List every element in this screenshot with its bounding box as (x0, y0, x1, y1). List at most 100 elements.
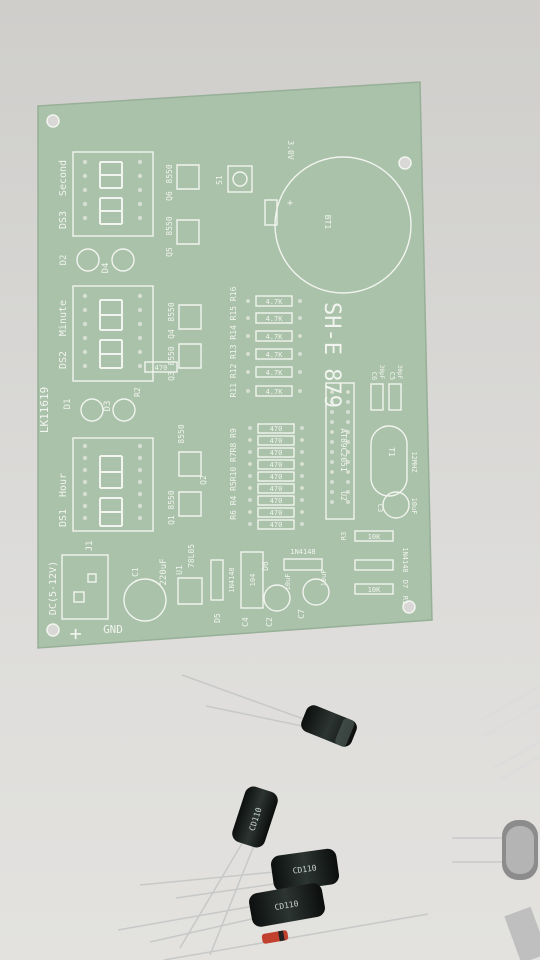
d6-diode-footprint (283, 558, 323, 571)
dc-jack-footprint (61, 554, 109, 620)
component-lead-bottom-right (504, 906, 540, 960)
d7-ref: D7 (401, 580, 409, 588)
silkscreen (61, 151, 412, 622)
mounting-holes (46, 114, 416, 637)
q3-type: 8550 (167, 346, 176, 365)
axial-diode (163, 913, 429, 960)
q1-ref: Q1 (167, 515, 176, 525)
r1-ref: R1 (401, 596, 409, 604)
u1-regulator-footprint (177, 577, 203, 605)
ds2-label: Minute (58, 300, 69, 336)
led-d3-ref: D3 (103, 401, 113, 412)
electrolytic-capacitor-2: CD110 (179, 786, 278, 956)
c6-ref: C6 (370, 372, 378, 380)
led-d3-footprint (112, 398, 136, 422)
electrolytic-capacitor-4: CD110 (117, 883, 325, 943)
r2-value: 470 (155, 364, 168, 372)
ds1-label: Hour (58, 473, 69, 497)
r-value-8: 470 (270, 509, 283, 517)
resistor-refs-a: R6 R4 R5R10 R7R8 R9 (229, 428, 238, 520)
q4-ref: Q4 (167, 329, 176, 339)
r-value-1: 470 (270, 425, 283, 433)
c4-capacitor-footprint (240, 551, 264, 609)
c5-ref: C5 (388, 372, 396, 380)
plus-label: + (63, 628, 87, 640)
r-value-7: 470 (270, 497, 283, 505)
c3-ref: C3 (376, 504, 384, 512)
solder-pads (82, 159, 350, 526)
battery-plus: + (287, 198, 293, 209)
ds1-ref: DS1 (58, 509, 69, 527)
pcb-board: SH-E 879 LK11619 DC(5-12V) + GND J1 DS1 … (37, 81, 433, 649)
r2-ref: R2 (133, 387, 142, 397)
regulator-label: 78L05 (187, 544, 196, 568)
led-d1-footprint (80, 398, 104, 422)
battery-ref: BT1 (323, 215, 332, 230)
led-d2-ref: D2 (59, 255, 69, 266)
ds2-ref: DS2 (58, 351, 69, 369)
c2-ref: C2 (265, 617, 274, 627)
resistor-bank-b (255, 295, 293, 397)
r-value-2: 470 (270, 437, 283, 445)
led-d4-ref: D4 (101, 263, 111, 274)
rk-value-4: 4.7K (266, 351, 284, 359)
u2-ref: U2 (339, 491, 348, 501)
cap-b-print: CD110 (292, 863, 317, 875)
r1-resistor-footprint (354, 583, 394, 595)
r-value-6: 470 (270, 485, 283, 493)
rk-value-1: 4.7K (266, 298, 284, 306)
c6-capacitor-footprint (370, 383, 384, 411)
jack-label: J1 (85, 541, 95, 552)
r-value-5: 470 (270, 473, 283, 481)
q1-type: 8550 (167, 490, 176, 509)
d6-ref: D6 (261, 561, 270, 571)
d7-diode-footprint (354, 559, 394, 571)
q2-type: 8550 (177, 424, 186, 443)
c2-capacitor-footprint (263, 584, 291, 612)
c5-value: 30pF (396, 365, 403, 380)
d5-diode-footprint (210, 559, 224, 601)
c3-value: 10uF (410, 498, 418, 515)
c4-value: 104 (249, 574, 257, 587)
q6-type: 8550 (165, 164, 174, 183)
cap-c-print: CD110 (274, 899, 299, 912)
c6-value: 30pF (378, 365, 385, 380)
resistor-refs-b: R11 R12 R13 R14 R15 R16 (229, 286, 238, 397)
led-leads (477, 684, 540, 782)
r3-value: 10K (368, 533, 381, 541)
ds1-hour-display-footprint (72, 437, 154, 532)
board-title: SH-E 879 (319, 302, 344, 408)
r-value-3: 470 (270, 449, 283, 457)
r-value-4: 470 (270, 461, 283, 469)
c7-capacitor-footprint (302, 578, 330, 606)
ds2-minute-display-footprint (72, 285, 154, 382)
d5-type: 1N4148 (228, 567, 236, 592)
ds3-second-display-footprint (72, 151, 154, 237)
rk-value-3: 4.7K (266, 333, 284, 341)
crystal-footprint (370, 425, 408, 497)
r1-value: 10K (368, 586, 381, 594)
q6-footprint (176, 164, 200, 190)
led-d4-footprint (111, 248, 135, 272)
led-d1-ref: D1 (63, 399, 73, 410)
board-model: LK11619 (38, 387, 51, 433)
q5-type: 8550 (165, 216, 174, 235)
q6-ref: Q6 (165, 191, 174, 201)
electrolytic-capacitor-3: CD110 (139, 848, 340, 899)
battery-voltage: 3.0V (286, 140, 295, 159)
q3-footprint (178, 343, 202, 369)
q3-ref: Q3 (167, 371, 176, 381)
mcu-label: AT89C2051 (339, 428, 348, 472)
q5-ref: Q5 (165, 247, 174, 257)
ds3-label: Second (58, 160, 69, 196)
crystal-label: 12MHZ (410, 451, 418, 472)
rk-value-6: 4.7K (266, 388, 284, 396)
c3-capacitor-footprint (382, 491, 410, 519)
d6-type: 1N4148 (290, 548, 315, 556)
r-value-9: 470 (270, 521, 283, 529)
electrolytic-capacitor-1 (181, 674, 357, 747)
r2-resistor-footprint (144, 361, 178, 373)
switch-ref: S1 (215, 175, 224, 185)
c1-capacitor-footprint (123, 578, 167, 622)
